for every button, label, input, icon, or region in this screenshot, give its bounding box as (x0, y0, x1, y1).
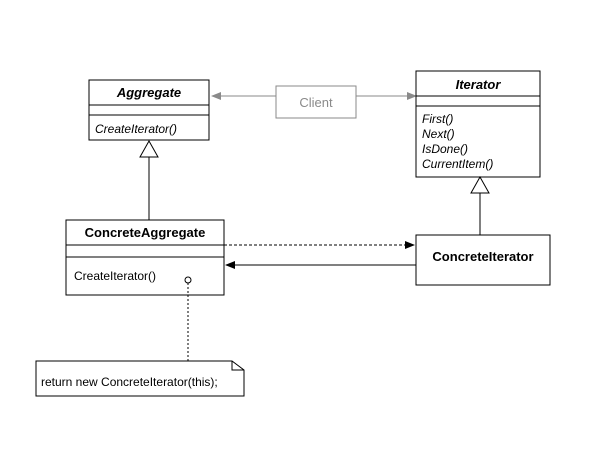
iterator-operation: CurrentItem() (422, 157, 493, 171)
iterator-inheritance-triangle (470, 175, 490, 194)
aggregate-class-name: Aggregate (116, 85, 181, 100)
concrete-iterator-class: ConcreteIterator (415, 234, 551, 286)
concrete-aggregate-operation: CreateIterator() (74, 269, 156, 283)
note-text: return new ConcreteIterator(this); (41, 375, 218, 389)
note-anchor (184, 276, 192, 284)
client-label: Client (299, 95, 333, 110)
concrete-iterator-class-name: ConcreteIterator (432, 249, 533, 264)
implementation-note: return new ConcreteIterator(this); (35, 360, 245, 397)
iterator-class: Iterator First() Next() IsDone() Current… (415, 70, 541, 178)
concrete-aggregate-class: ConcreteAggregate CreateIterator() (65, 219, 225, 296)
client-box (275, 85, 357, 119)
iterator-operation: Next() (422, 127, 455, 141)
iterator-operation: First() (422, 112, 453, 126)
aggregate-operation: CreateIterator() (95, 122, 177, 136)
aggregate-class: Aggregate CreateIterator() (88, 79, 210, 141)
aggregate-inheritance-triangle (139, 139, 159, 158)
iterator-class-name: Iterator (456, 77, 502, 92)
iterator-operation: IsDone() (422, 142, 468, 156)
concrete-aggregate-class-name: ConcreteAggregate (85, 225, 206, 240)
